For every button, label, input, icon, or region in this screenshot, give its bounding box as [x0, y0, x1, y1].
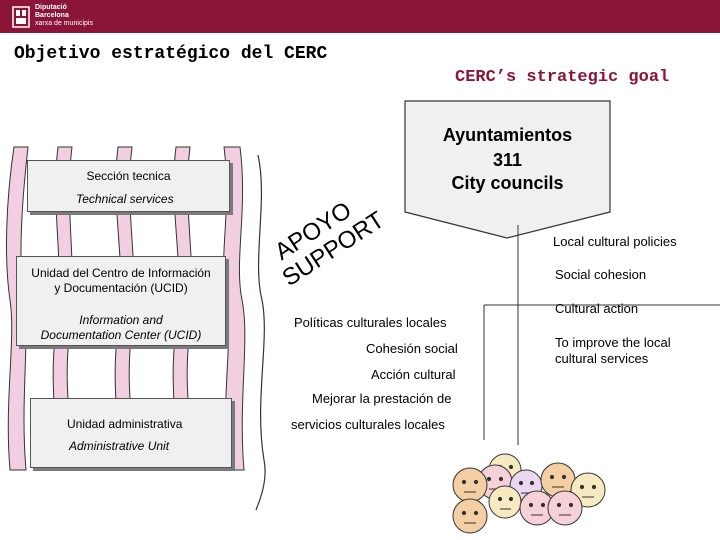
crowd-faces: [452, 453, 606, 534]
goal-es-action: Acción cultural: [371, 367, 456, 382]
goal-es-policies: Políticas culturales locales: [294, 315, 447, 330]
admin-en-label: Administrative Unit: [69, 439, 170, 453]
administrative-box: Unidad administrativa Administrative Uni…: [30, 398, 232, 468]
logo-line-3: xarxa de municipis: [35, 20, 93, 27]
logo-text: Diputació Barcelona xarxa de municipis: [35, 4, 93, 28]
ucid-es-line1: Unidad del Centro de Información: [31, 266, 211, 280]
councils-callout: [404, 100, 611, 239]
councils-line2: 311: [492, 150, 523, 170]
title-spanish: Objetivo estratégico del CERC: [14, 44, 328, 64]
goal-en-cohesion: Social cohesion: [555, 267, 647, 282]
diputacio-logo-icon: [12, 6, 30, 28]
ucid-en-line2: Documentation Center (UCID): [40, 328, 202, 342]
goal-es-cohesion: Cohesión social: [366, 341, 458, 356]
councils-line1: Ayuntamientos: [442, 125, 573, 145]
logo-line-2: Barcelona: [35, 12, 69, 19]
technical-es-label: Sección tecnica: [86, 169, 171, 183]
face-icon: [488, 485, 522, 519]
technical-en-label: Technical services: [76, 192, 174, 206]
goal-en-policies: Local cultural policies: [553, 234, 677, 249]
ucid-es-line2: y Documentación (UCID): [54, 281, 188, 295]
header-bar: Diputació Barcelona xarxa de municipis: [0, 0, 720, 33]
technical-services-box: Sección tecnica Technical services: [27, 160, 230, 212]
support-bracket: [255, 154, 266, 511]
face-icon: [547, 490, 583, 526]
goal-es-improve-line1: Mejorar la prestación de: [312, 391, 452, 406]
face-icon: [452, 498, 488, 534]
face-icon: [452, 467, 488, 503]
goal-en-improve-line1: To improve the local: [555, 335, 671, 350]
councils-line3: City councils: [451, 173, 564, 193]
ucid-en-line1: Information and: [79, 313, 163, 327]
ucid-box: Unidad del Centro de Información y Docum…: [16, 256, 226, 346]
goal-en-improve-line2: cultural services: [555, 351, 649, 366]
logo-line-1: Diputació: [35, 4, 67, 11]
goal-en-action: Cultural action: [555, 301, 639, 316]
goal-es-improve-line2: servicios culturales locales: [291, 417, 445, 432]
title-english: CERC’s strategic goal: [455, 68, 670, 87]
admin-es-label: Unidad administrativa: [67, 417, 183, 431]
